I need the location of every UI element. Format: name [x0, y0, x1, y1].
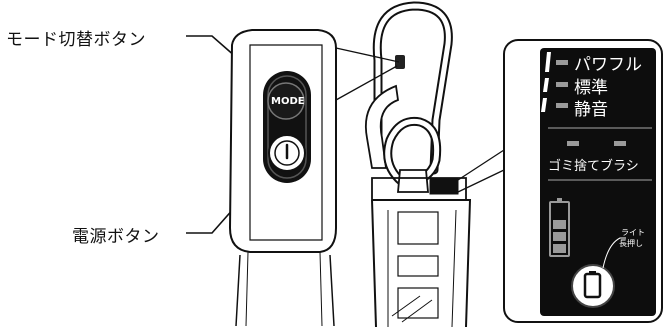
- vacuum-cleaner: [365, 1, 472, 327]
- mode-led-standard: [556, 82, 568, 87]
- battery-icon: [583, 271, 602, 299]
- level-bar-3: [545, 52, 551, 72]
- mode-switch-callout: モード切替ボタン: [6, 30, 146, 50]
- mode-label-quiet: 静音: [574, 100, 608, 120]
- brush-led: [614, 141, 626, 146]
- battery-indicator-icon: [549, 198, 570, 257]
- control-panel: [503, 39, 663, 323]
- indicator-label-brush: ブラシ: [600, 159, 639, 174]
- level-bar-2: [543, 78, 549, 92]
- mode-button-label: MODE: [271, 96, 305, 107]
- dust-led: [567, 141, 579, 146]
- mode-label-standard: 標準: [574, 78, 608, 98]
- level-bar-1: [541, 98, 547, 112]
- power-button-callout: 電源ボタン: [72, 227, 160, 247]
- battery-light-button: [571, 264, 615, 308]
- battery-note-line1: ライト: [621, 228, 645, 237]
- handle-closeup: [228, 29, 337, 327]
- mode-led-quiet: [556, 103, 568, 108]
- mode-label-powerful: パワフル: [574, 55, 642, 75]
- battery-note-line2: 長押し: [619, 239, 643, 248]
- indicator-label-dust: ゴミ捨て: [548, 159, 601, 174]
- mode-button: [267, 82, 305, 120]
- mode-led-powerful: [556, 60, 568, 65]
